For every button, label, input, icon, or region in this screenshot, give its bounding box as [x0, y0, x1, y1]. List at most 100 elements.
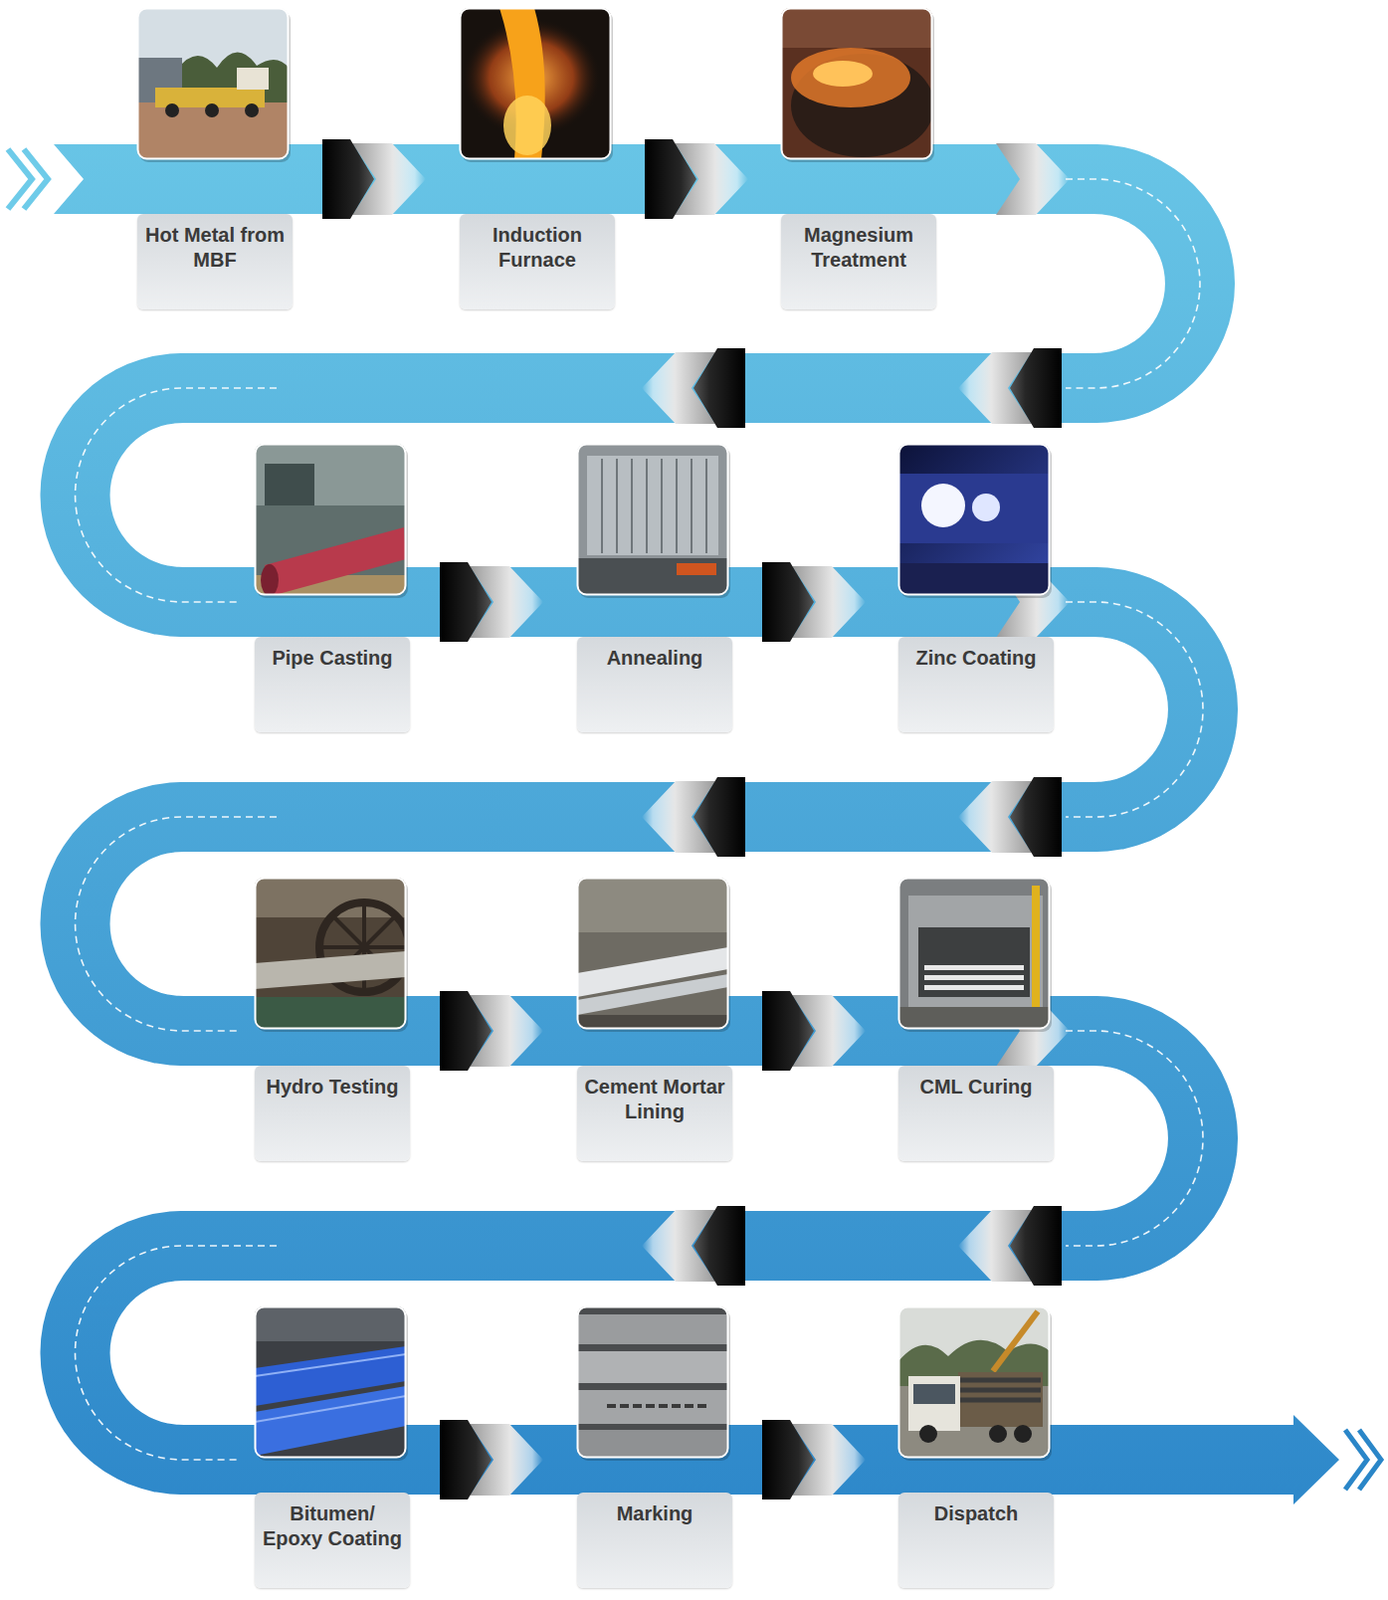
photo-frame [255, 444, 406, 595]
photo-bg [577, 1306, 729, 1458]
photo-wheel [919, 1424, 938, 1443]
black-arrow [439, 991, 492, 1071]
process-step-box: Cement Mortar Lining [577, 1065, 733, 1162]
step-label: CML Curing [903, 1074, 1049, 1100]
photo-sky [137, 7, 289, 160]
photo-frame [578, 1307, 729, 1458]
process-step-box: Magnesium Treatment [781, 213, 937, 310]
turn-dash [75, 816, 277, 1031]
photo-wheel [1013, 1424, 1032, 1443]
photo-furnace-ribs [601, 458, 707, 554]
turn-dash [75, 388, 277, 602]
photo-hot-spot [812, 60, 873, 87]
black-arrow [322, 139, 375, 219]
step-label: Magnesium Treatment [786, 222, 932, 273]
black-arrow [693, 1205, 746, 1286]
turn-dash [1065, 179, 1200, 389]
process-step-box: Bitumen/ Epoxy Coating [254, 1492, 410, 1588]
photo-pipe [254, 951, 406, 990]
photo-floor [577, 558, 729, 595]
photo-bg [577, 443, 729, 595]
photo-furnace [587, 455, 719, 556]
photo-wheel [204, 103, 219, 118]
flow-chevron [762, 562, 866, 642]
step-label: Hot Metal from MBF [142, 222, 288, 273]
photo-hot-part [676, 563, 717, 576]
photo-frame [782, 8, 933, 160]
photo-hot-spot [503, 95, 552, 156]
photo-blue-pipe [254, 1386, 406, 1456]
photo-chamber-opening [918, 927, 1030, 997]
process-step-box: Dispatch [898, 1492, 1054, 1588]
process-step-box: Annealing [577, 636, 733, 733]
process-step-box: Hot Metal from MBF [137, 213, 293, 310]
flow-chevron [644, 139, 749, 219]
photo-wheel [244, 103, 259, 118]
photo-pipe [924, 985, 1024, 991]
black-arrow [439, 1419, 492, 1500]
process-step-box: Marking [577, 1492, 733, 1588]
flow-chevron [762, 1419, 866, 1500]
photo-loaded-pipes [960, 1380, 1041, 1400]
photo-marking-stroke [606, 1403, 707, 1408]
process-step-box: CML Curing [898, 1065, 1054, 1162]
photo-bg [898, 443, 1050, 595]
process-step-box: Zinc Coating [898, 636, 1054, 733]
step-label: Hydro Testing [259, 1074, 405, 1100]
start-chevron [23, 149, 48, 209]
photo-roof [254, 1306, 406, 1342]
photo-bg [254, 443, 406, 595]
turn-dash [1065, 601, 1203, 817]
turn-dash [1065, 1030, 1203, 1246]
photo-truck-cab [908, 1376, 961, 1431]
photo-bg [898, 877, 1050, 1029]
photo-pipe [898, 473, 1050, 544]
photo-bg [254, 1306, 406, 1458]
flow-chevron [439, 562, 544, 642]
photo-roof [254, 877, 406, 918]
photo-pipe-end [260, 564, 279, 595]
photo-dark [459, 7, 611, 160]
photo-pipe [577, 1429, 729, 1458]
photo-pipe [577, 1351, 729, 1384]
photo-pipe [577, 1389, 729, 1424]
photo-wheel [165, 103, 180, 118]
black-arrow [439, 562, 492, 642]
process-flow-band [75, 1030, 1204, 1493]
flow-chevron [958, 777, 1062, 857]
photo-highlight [254, 1354, 406, 1422]
photo-glow [791, 47, 911, 108]
photo-cab [236, 67, 269, 90]
black-arrow [693, 348, 746, 428]
process-flow-band [75, 601, 1204, 1066]
photo-frame [578, 878, 729, 1029]
photo-machine [577, 877, 729, 933]
photo-wheel [989, 1424, 1007, 1443]
photo-pipe [577, 1314, 729, 1345]
step-label: Pipe Casting [259, 645, 405, 671]
photo-floor [898, 1006, 1050, 1029]
photo-wall [781, 7, 933, 48]
photo-ground [137, 102, 289, 160]
black-arrow [1009, 348, 1062, 428]
black-arrow [644, 139, 697, 219]
photo-windshield [913, 1384, 956, 1404]
flow-chevron [995, 143, 1070, 215]
step-label: Cement Mortar Lining [582, 1074, 728, 1125]
photo-machine [254, 443, 406, 506]
step-label: Dispatch [903, 1501, 1049, 1527]
photo-pipe [924, 965, 1024, 971]
photo-bg [577, 877, 729, 1029]
photo-machine-part [264, 463, 315, 506]
black-arrow [762, 562, 814, 642]
black-arrow [693, 777, 746, 857]
process-step-box: Pipe Casting [254, 636, 410, 733]
step-label: Annealing [582, 645, 728, 671]
process-flow-band [75, 179, 1201, 637]
process-step-box: Hydro Testing [254, 1065, 410, 1162]
black-arrow [762, 991, 814, 1071]
step-label: Bitumen/ Epoxy Coating [259, 1501, 405, 1552]
black-arrow [1009, 777, 1062, 857]
photo-frame [899, 444, 1050, 595]
photo-red-pipe [264, 527, 406, 595]
